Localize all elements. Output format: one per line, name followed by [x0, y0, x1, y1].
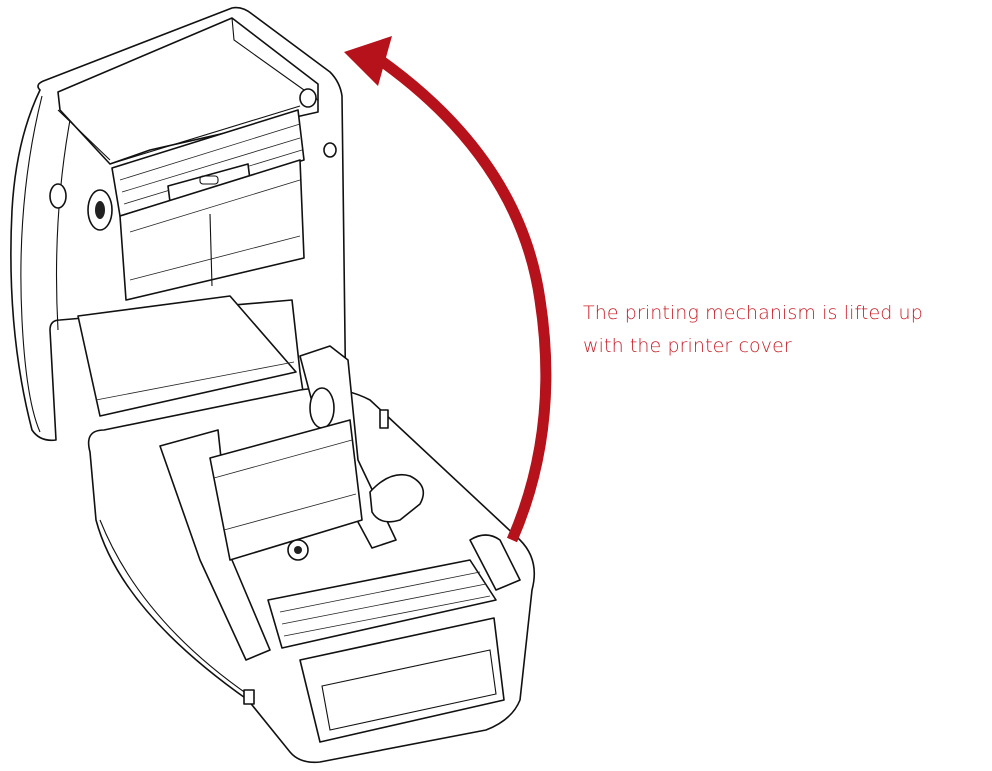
- lift-arrow: [344, 36, 552, 543]
- annotation-caption: The printing mechanism is lifted up with…: [583, 297, 923, 363]
- annotation-line-2: with the printer cover: [583, 335, 792, 357]
- printer-cover: [10, 6, 347, 451]
- curved-arrow-up-icon: [344, 36, 392, 86]
- annotation-line-1: The printing mechanism is lifted up: [583, 302, 923, 324]
- printer-base: [87, 345, 536, 764]
